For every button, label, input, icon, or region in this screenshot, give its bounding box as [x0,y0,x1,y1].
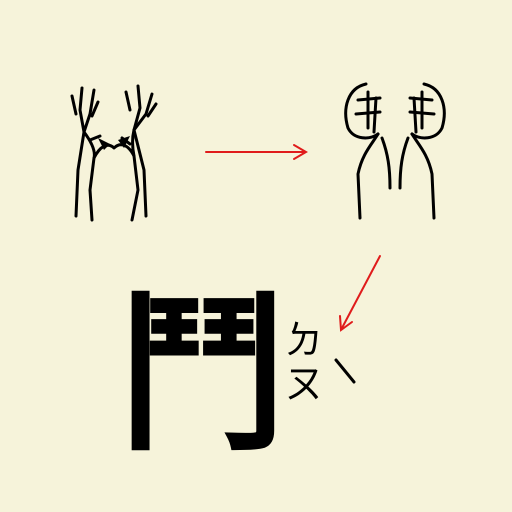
zhuyin-final: ㄡ [284,362,323,406]
modern-character: 鬥 [118,275,289,475]
oracle-bone-glyph [70,84,158,222]
zhuyin-initial: ㄉ [284,318,323,362]
seal-script-glyph [344,82,446,220]
zhuyin-reading: ㄉ ㄡ [284,318,324,406]
tone-mark [334,358,356,384]
